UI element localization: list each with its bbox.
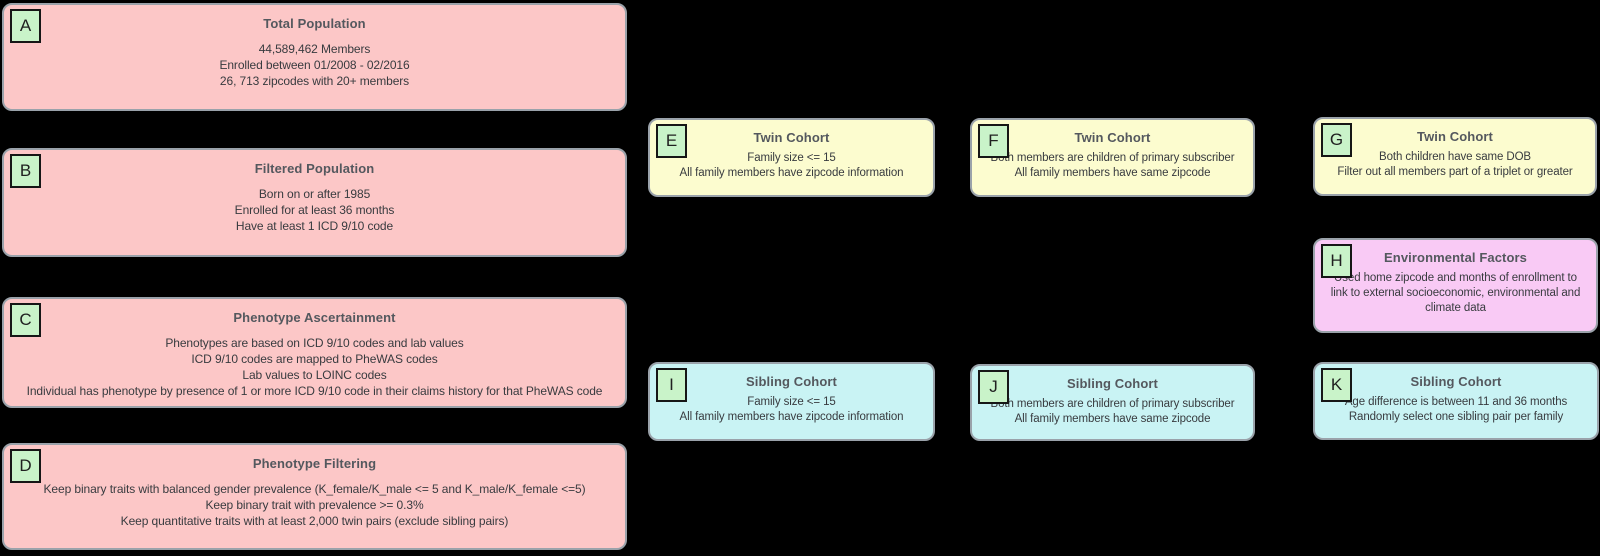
node-letter-tag: I — [656, 368, 687, 402]
node-title: Sibling Cohort — [1410, 374, 1502, 389]
node-letter-tag: B — [10, 154, 41, 188]
node-h-text-line: Used home zipcode and months of enrollme… — [1330, 272, 1581, 314]
node-letter-tag: A — [10, 9, 41, 43]
node-e-text-line: Family size <= 15 — [747, 152, 836, 164]
node-c-text-line: Individual has phenotype by presence of … — [26, 384, 603, 398]
node-g-text-line: Filter out all members part of a triplet… — [1337, 166, 1573, 178]
node-letter-tag: D — [10, 449, 41, 483]
node-e-text-line: All family members have zipcode informat… — [679, 167, 904, 179]
node-a-text-line: 26, 713 zipcodes with 20+ members — [219, 74, 410, 88]
node-b-text-line: Born on or after 1985 — [258, 187, 371, 201]
node-title: Filtered Population — [254, 161, 375, 176]
node-title: Twin Cohort — [753, 130, 830, 145]
node-d-text-line: Keep binary trait with prevalence >= 0.3… — [205, 498, 424, 512]
node-body: Used home zipcode and months of enrollme… — [1315, 271, 1596, 316]
flow-node-b: B Filtered Population Born on or after 1… — [2, 148, 627, 257]
node-body: Family size <= 15 All family members have… — [650, 151, 933, 181]
node-k-text-line: Randomly select one sibling pair per fam… — [1348, 411, 1564, 423]
node-a-text-line: 44,589,462 Members — [258, 42, 371, 56]
flow-node-f: F Twin Cohort Both members are children … — [970, 118, 1255, 197]
flow-node-e: E Twin Cohort Family size <= 15 All famil… — [648, 118, 935, 197]
flow-node-h: H Environmental Factors Used home zipcod… — [1313, 238, 1598, 333]
node-letter-tag: F — [978, 124, 1009, 158]
node-body: Both children have same DOB Filter out al… — [1315, 150, 1595, 180]
node-i-text-line: All family members have zipcode informat… — [679, 411, 904, 423]
node-i-text-line: Family size <= 15 — [747, 396, 836, 408]
flow-node-d: D Phenotype Filtering Keep binary traits… — [2, 443, 627, 550]
flow-node-k: K Sibling Cohort Age difference is betwe… — [1313, 362, 1599, 440]
node-b-text-line: Enrolled for at least 36 months — [234, 203, 395, 217]
node-k-text-line: Age difference is between 11 and 36 mont… — [1344, 396, 1568, 408]
node-letter-tag: C — [10, 303, 41, 337]
node-body: Phenotypes are based on ICD 9/10 codes a… — [4, 335, 625, 399]
node-j-text-line: Both members are children of primary sub… — [990, 398, 1235, 410]
node-c-text-line: Phenotypes are based on ICD 9/10 codes a… — [165, 336, 464, 350]
node-c-text-line: ICD 9/10 codes are mapped to PheWAS code… — [191, 352, 438, 366]
node-a-text-line: Enrolled between 01/2008 - 02/2016 — [219, 58, 410, 72]
node-title: Sibling Cohort — [746, 374, 837, 389]
node-title: Phenotype Filtering — [252, 456, 377, 471]
node-body: Family size <= 15 All family members have… — [650, 395, 933, 425]
node-d-text-line: Keep quantitative traits with at least 2… — [120, 514, 509, 528]
node-f-text-line: All family members have same zipcode — [1014, 167, 1211, 179]
node-b-text-line: Have at least 1 ICD 9/10 code — [235, 219, 394, 233]
node-letter-tag: K — [1321, 368, 1352, 402]
node-d-text-line: Keep binary traits with balanced gender … — [43, 482, 586, 496]
node-letter-tag: H — [1321, 244, 1352, 278]
flow-node-i: I Sibling Cohort Family size <= 15 All fa… — [648, 362, 935, 441]
node-g-text-line: Both children have same DOB — [1379, 151, 1531, 163]
node-body: Age difference is between 11 and 36 mont… — [1315, 395, 1597, 425]
flow-node-c: C Phenotype Ascertainment Phenotypes are… — [2, 297, 627, 408]
node-title: Phenotype Ascertainment — [233, 310, 396, 325]
node-title: Total Population — [263, 16, 366, 31]
flow-node-j: J Sibling Cohort Both members are childr… — [970, 364, 1255, 441]
node-letter-tag: J — [978, 370, 1009, 404]
flow-node-g: G Twin Cohort Both children have same DO… — [1313, 117, 1597, 196]
node-title: Twin Cohort — [1074, 130, 1151, 145]
node-title: Environmental Factors — [1384, 250, 1527, 265]
node-letter-tag: E — [656, 124, 687, 158]
node-body: Both members are children of primary sub… — [972, 151, 1253, 181]
node-j-text-line: All family members have same zipcode — [1014, 413, 1211, 425]
node-title: Twin Cohort — [1417, 129, 1493, 144]
node-title: Sibling Cohort — [1067, 376, 1158, 391]
node-c-text-line: Lab values to LOINC codes — [242, 368, 387, 382]
node-body: Keep binary traits with balanced gender … — [4, 481, 625, 529]
node-f-text-line: Both members are children of primary sub… — [990, 152, 1235, 164]
node-letter-tag: G — [1321, 123, 1352, 157]
node-body: Both members are children of primary sub… — [972, 397, 1253, 427]
